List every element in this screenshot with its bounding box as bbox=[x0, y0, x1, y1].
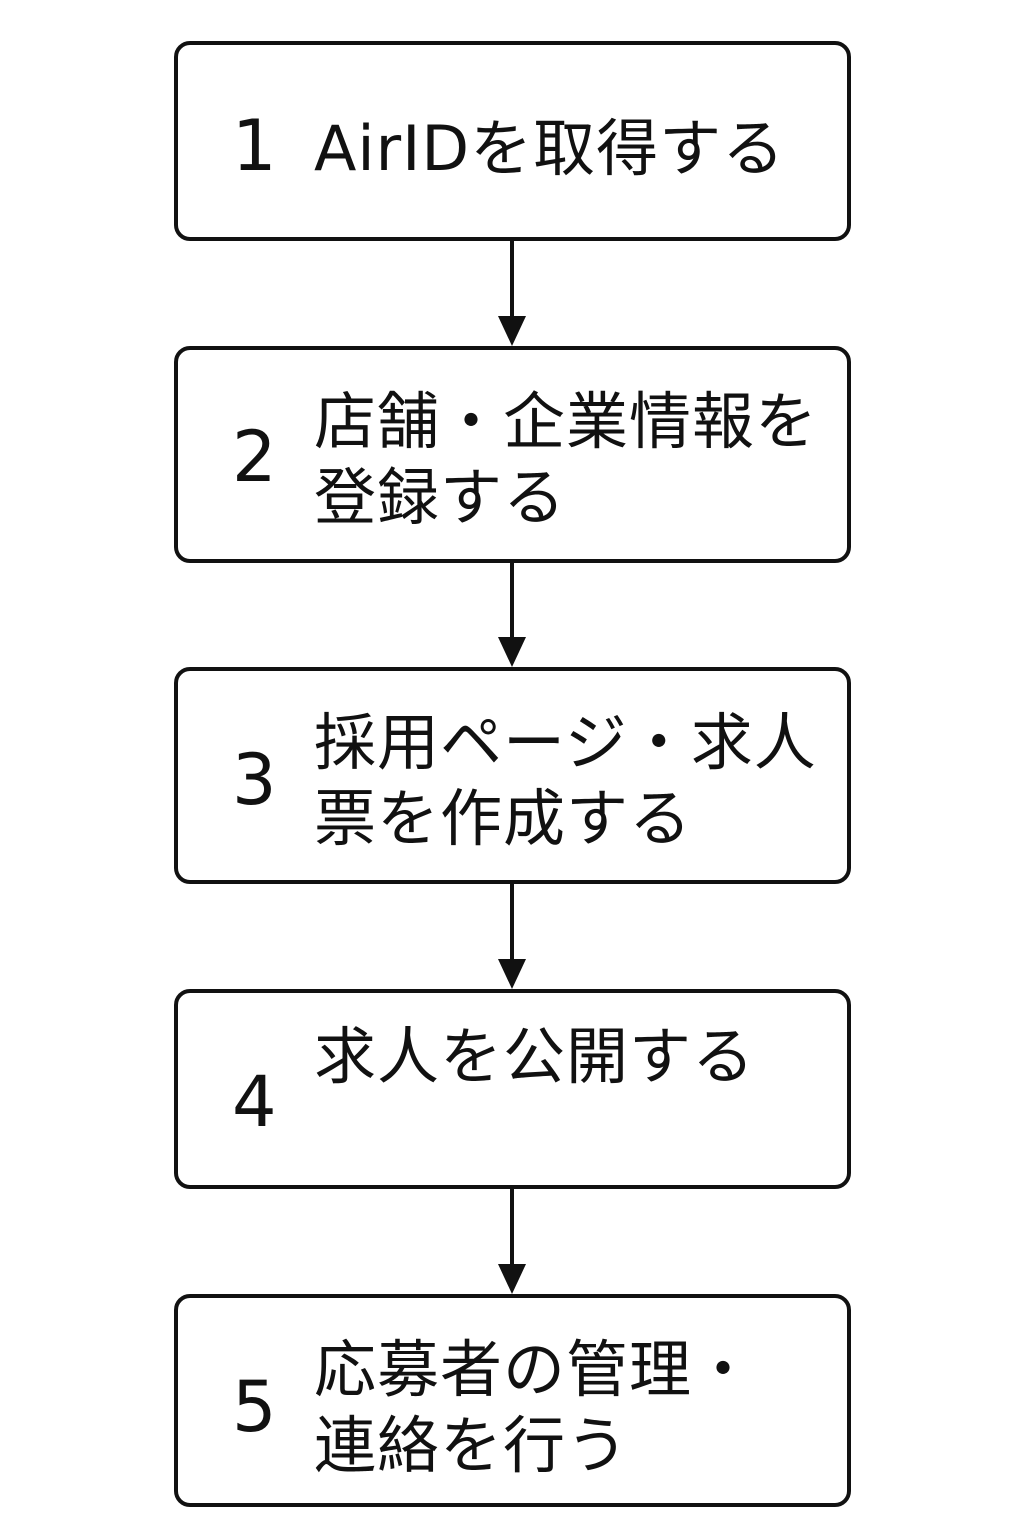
step-number: 3 bbox=[232, 739, 277, 821]
arrow-2-to-3 bbox=[498, 563, 526, 667]
arrow-4-to-5 bbox=[498, 1189, 526, 1294]
step-label: 店舗・企業情報を 登録する bbox=[314, 385, 819, 534]
step-label: 採用ページ・求人 票を作成する bbox=[314, 706, 817, 855]
step-box-2: 2 店舗・企業情報を 登録する bbox=[174, 346, 851, 563]
step-box-5: 5 応募者の管理・ 連絡を行う bbox=[174, 1294, 851, 1507]
step-number: 4 bbox=[232, 1061, 277, 1143]
step-number: 5 bbox=[232, 1366, 277, 1448]
arrow-3-to-4 bbox=[498, 884, 526, 989]
arrow-1-to-2 bbox=[498, 241, 526, 346]
step-box-4: 4 求人を公開する bbox=[174, 989, 851, 1189]
step-label: 応募者の管理・ 連絡を行う bbox=[314, 1333, 756, 1482]
step-label: AirIDを取得する bbox=[314, 112, 786, 185]
step-label: 求人を公開する bbox=[314, 1020, 756, 1093]
step-number: 1 bbox=[232, 105, 277, 187]
step-number: 2 bbox=[232, 416, 277, 498]
step-box-3: 3 採用ページ・求人 票を作成する bbox=[174, 667, 851, 884]
step-box-1: 1 AirIDを取得する bbox=[174, 41, 851, 241]
